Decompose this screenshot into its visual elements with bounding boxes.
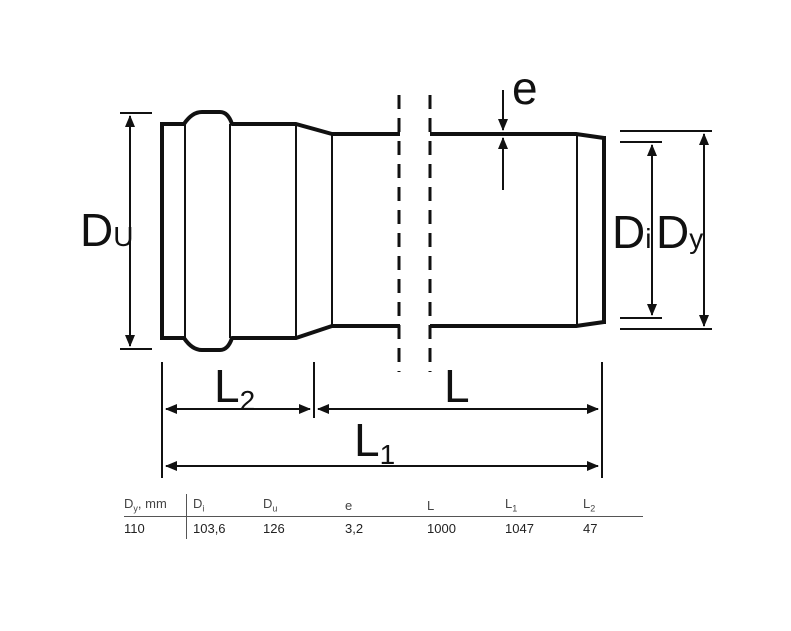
l2-label: L2 xyxy=(214,360,255,416)
table-cell: 103,6 xyxy=(193,520,226,536)
du-dimension xyxy=(120,112,152,350)
e-label: e xyxy=(512,62,538,114)
dy-label: Dy xyxy=(656,206,703,258)
table-header-cell: L2 xyxy=(583,494,643,517)
di-label: Di xyxy=(612,206,651,258)
table-header-cell: L xyxy=(427,494,505,517)
di-dy-dimension xyxy=(620,130,712,330)
l1-label: L1 xyxy=(354,414,395,470)
pipe-body xyxy=(160,110,606,352)
table-cell: 126 xyxy=(263,520,285,536)
break-lines xyxy=(397,95,432,372)
table-cell: 1047 xyxy=(505,520,534,536)
table-header-cell: Dy, mm xyxy=(124,494,187,517)
table-row: 110 103,6 126 3,2 1000 1047 47 xyxy=(124,516,643,539)
pipe-drawing: DU Di Dy e L2 L L1 xyxy=(80,62,712,478)
socket-outline-bottom xyxy=(162,324,400,352)
table-header-cell: L1 xyxy=(505,494,583,517)
table-cell: 1000 xyxy=(427,520,456,536)
du-label: DU xyxy=(80,204,133,256)
length-dimensions xyxy=(161,362,603,478)
table-header-cell: e xyxy=(345,494,427,517)
socket-outline-top xyxy=(162,110,400,136)
l-label: L xyxy=(444,360,470,412)
dimension-table: Dy, mm Di Du e L L1 L2 110 103,6 126 3,2… xyxy=(124,494,643,539)
table-cell: 110 xyxy=(124,516,187,539)
table-header-row: Dy, mm Di Du e L L1 L2 xyxy=(124,494,643,517)
table-header-cell: Di xyxy=(186,494,263,517)
table-cell: 47 xyxy=(583,520,598,536)
table-header-cell: Du xyxy=(263,494,345,517)
pipe-inner-lines xyxy=(184,124,578,338)
table-cell: 3,2 xyxy=(345,520,364,536)
